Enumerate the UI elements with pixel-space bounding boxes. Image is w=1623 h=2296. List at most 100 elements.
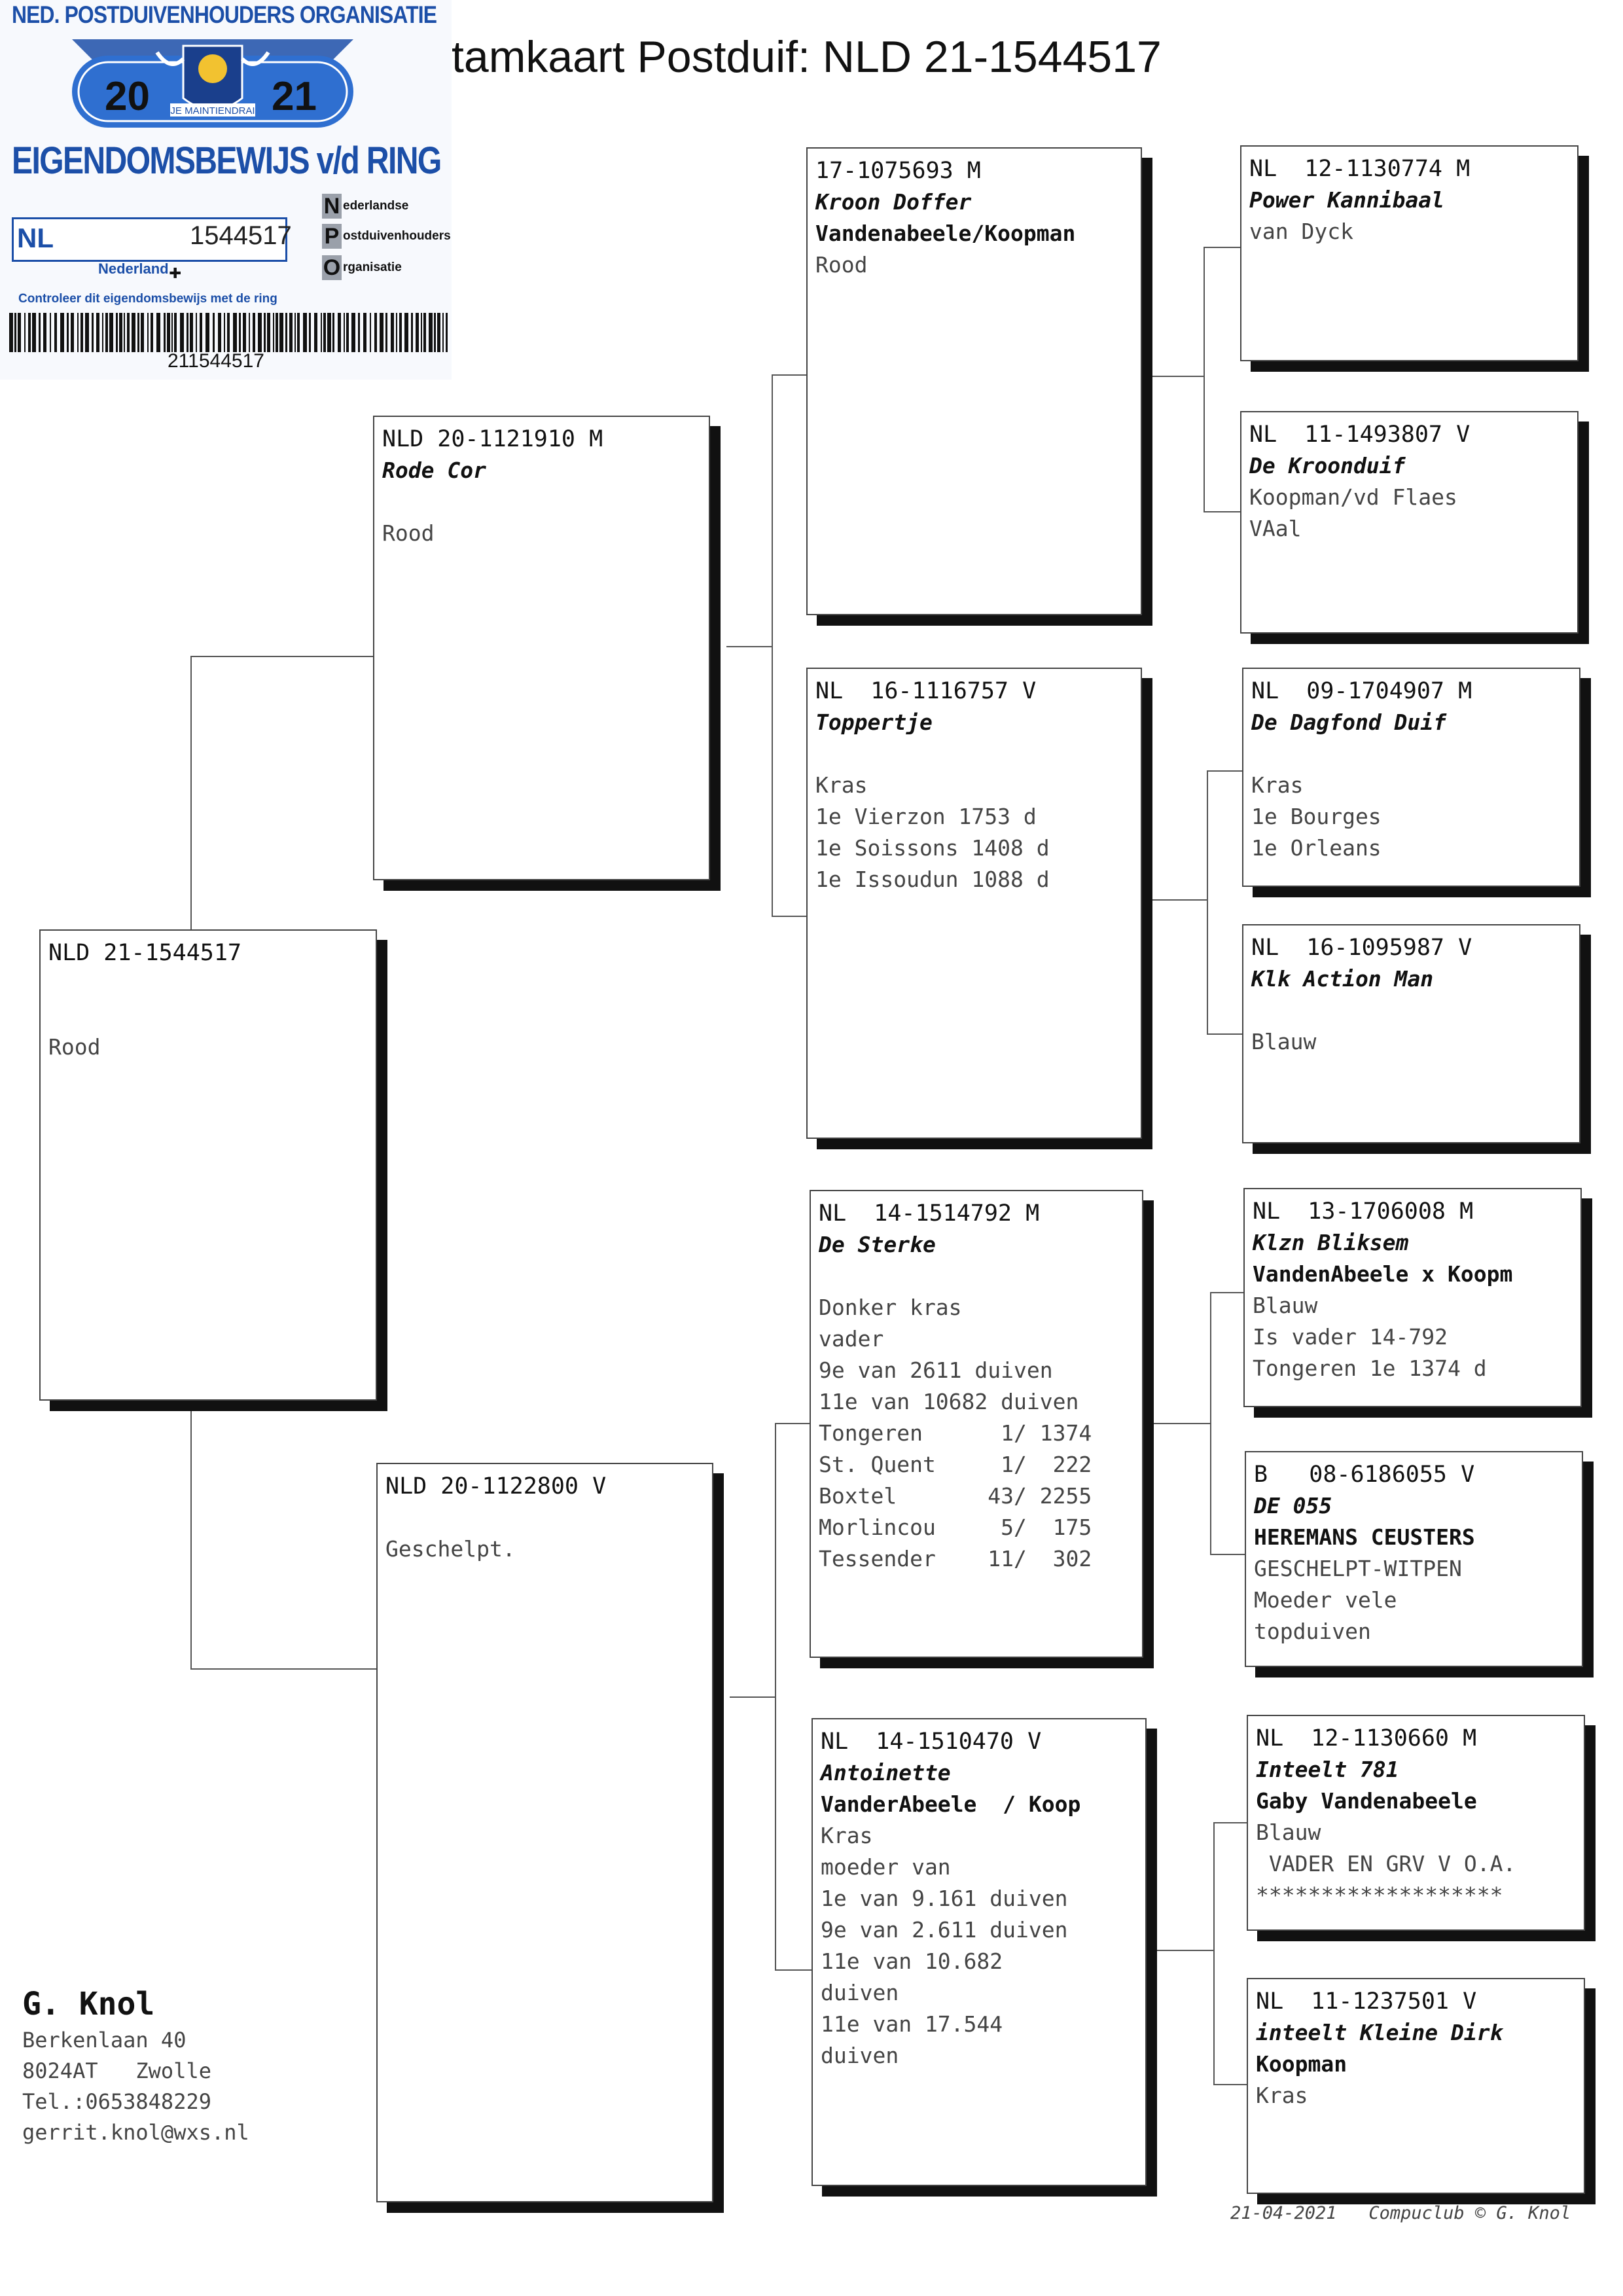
detail-line: Morlincou 5/ 175 <box>819 1515 1092 1540</box>
owner-name: G. Knol <box>22 1986 155 2022</box>
pigeon-name: Klk Action Man <box>1251 966 1434 992</box>
certificate-title: EIGENDOMSBEWIJS v/d RING <box>12 139 442 182</box>
detail-line: ******************* <box>1256 1882 1503 1908</box>
detail-line: duiven <box>821 1980 899 2005</box>
ring-number: NLD 20-1121910 M <box>382 426 603 452</box>
owner-email: gerrit.knol@wxs.nl <box>22 2120 249 2145</box>
ring-number: 17-1075693 M <box>815 158 981 184</box>
certificate-ring-number: 1544517 <box>190 221 292 250</box>
detail-line: duiven <box>821 2043 899 2068</box>
pigeon-name: De Sterke <box>819 1232 936 1257</box>
detail-line: 1e van 9.161 duiven <box>821 1886 1068 1911</box>
detail-line: Kras <box>821 1823 873 1848</box>
pigeon-name: Rode Cor <box>382 457 486 483</box>
certificate-organization: NED. POSTDUIVENHOUDERS ORGANISATIE <box>12 1 437 28</box>
ring-number: NLD 20-1122800 V <box>385 1473 607 1499</box>
footer: 21-04-2021 Compuclub © G. Knol <box>1230 2203 1571 2223</box>
spacer <box>382 486 701 518</box>
footer-date: 21-04-2021 <box>1230 2203 1337 2223</box>
detail-line: Blauw <box>1253 1293 1318 1318</box>
spacer <box>819 1261 1134 1292</box>
detail-line: Gaby Vandenabeele <box>1256 1788 1477 1814</box>
detail-line: Vandenabeele/Koopman <box>815 221 1076 246</box>
detail-line: Tongeren 1/ 1374 <box>819 1420 1092 1446</box>
ring-number: NL 16-1095987 V <box>1251 935 1472 961</box>
pigeon-name: De Dagfond Duif <box>1251 709 1447 735</box>
spacer <box>1251 995 1571 1026</box>
detail-line: Is vader 14-792 <box>1253 1324 1448 1350</box>
barcode-number: 211544517 <box>168 350 264 372</box>
certificate-control-text: Controleer dit eigendomsbewijs met de ri… <box>18 292 277 306</box>
ring-number: NLD 21-1544517 <box>48 940 242 966</box>
detail-line: Rood <box>48 1034 101 1060</box>
detail-line: 1e Soissons 1408 d <box>815 835 1050 861</box>
ring-number: NL 11-1237501 V <box>1256 1988 1477 2015</box>
ring-number: NL 13-1706008 M <box>1253 1198 1474 1225</box>
pigeon-name: Toppertje <box>815 709 933 735</box>
pigeon-name: Kroon Doffer <box>815 189 972 215</box>
spacer <box>48 1000 368 1031</box>
ring-number: NL 16-1116757 V <box>815 678 1037 704</box>
detail-line: Kras <box>815 772 868 798</box>
detail-line: topduiven <box>1254 1619 1371 1644</box>
detail-line: Rood <box>815 252 868 278</box>
ring-number: NL 12-1130660 M <box>1256 1725 1477 1751</box>
certificate-year-left: 20 <box>105 74 150 119</box>
ownership-certificate: NED. POSTDUIVENHOUDERS ORGANISATIE 20 21… <box>0 0 452 380</box>
pigeon-name: inteelt Kleine Dirk <box>1256 2020 1503 2045</box>
detail-line: 11e van 10.682 <box>821 1948 1003 1974</box>
detail-line: 9e van 2611 duiven <box>819 1357 1053 1383</box>
spacer <box>385 1502 704 1534</box>
detail-line: Blauw <box>1251 1029 1317 1054</box>
detail-line: Boxtel 43/ 2255 <box>819 1483 1092 1509</box>
certificate-motto: JE MAINTIENDRAI <box>170 105 255 117</box>
owner-phone: Tel.:0653848229 <box>22 2089 211 2114</box>
barcode-icon <box>9 313 448 352</box>
certificate-year-badge: 20 21 JE MAINTIENDRAI <box>72 39 353 128</box>
ring-number: NL 14-1510470 V <box>821 1729 1042 1755</box>
detail-line: VADER EN GRV V O.A. <box>1256 1851 1516 1876</box>
detail-line: VAal <box>1249 516 1302 541</box>
spacer <box>48 969 368 1000</box>
detail-line: St. Quent 1/ 222 <box>819 1452 1092 1477</box>
detail-line: 11e van 17.544 <box>821 2011 1003 2037</box>
ring-number: NL 14-1514792 M <box>819 1200 1040 1227</box>
ring-number: B 08-6186055 V <box>1254 1462 1475 1488</box>
detail-line: Kras <box>1256 2083 1308 2108</box>
detail-line: 1e Vierzon 1753 d <box>815 804 1037 829</box>
ring-number: NL 09-1704907 M <box>1251 678 1472 704</box>
detail-line: HEREMANS CEUSTERS <box>1254 1524 1475 1550</box>
page-title: tamkaart Postduif: NLD 21-1544517 <box>452 32 1162 82</box>
detail-line: Kras <box>1251 772 1304 798</box>
detail-line: 1e Bourges <box>1251 804 1382 829</box>
spacer <box>815 738 1133 770</box>
detail-line: Tessender 11/ 302 <box>819 1546 1092 1571</box>
footer-credit: Compuclub © G. Knol <box>1368 2203 1571 2223</box>
spacer <box>1251 738 1571 770</box>
detail-line: 9e van 2.611 duiven <box>821 1917 1068 1943</box>
pigeon-name: Inteelt 781 <box>1256 1757 1399 1782</box>
detail-line: Koopman <box>1256 2051 1347 2077</box>
certificate-country-code: NL <box>17 223 54 253</box>
detail-line: Tongeren 1e 1374 d <box>1253 1355 1487 1381</box>
detail-line: VandenAbeele x Koopm <box>1253 1261 1513 1287</box>
detail-line: VanderAbeele / Koop <box>821 1791 1081 1817</box>
detail-line: vader <box>819 1326 884 1352</box>
